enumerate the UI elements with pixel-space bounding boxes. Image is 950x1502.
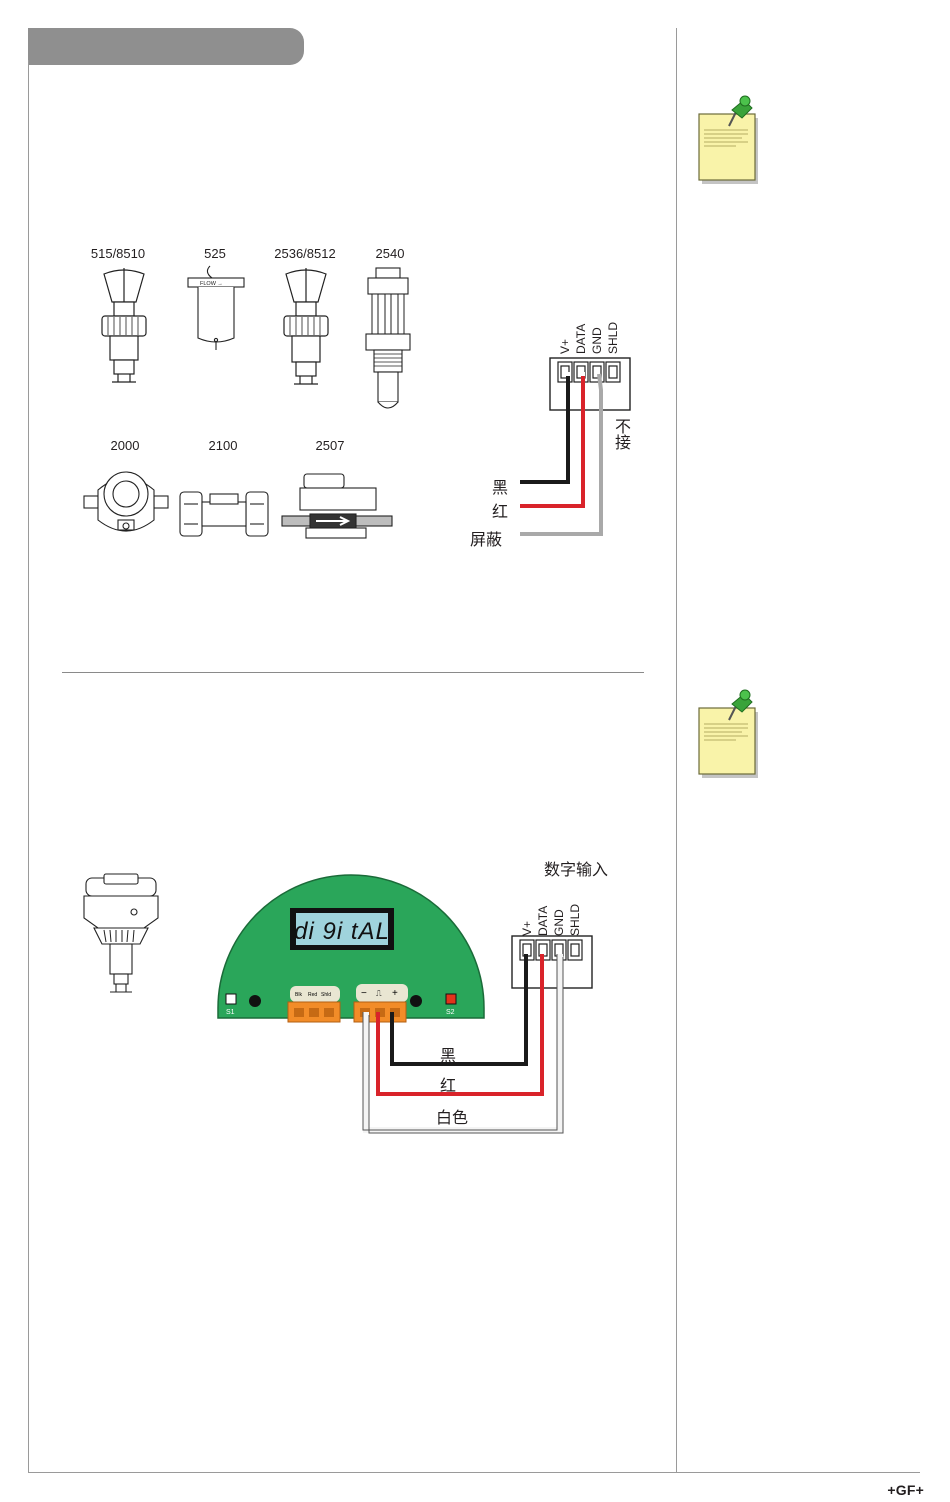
pin-label-shld: SHLD [606,306,622,354]
terminal-pin-labels: V+ DATA GND SHLD [558,306,634,354]
sensor-label-2100: 2100 [178,438,268,453]
sensor-2100-illustration [178,488,270,540]
s1-label: S1 [226,1009,235,1016]
page-frame-left [28,60,29,1472]
sensor-label-2536-8512: 2536/8512 [260,246,350,261]
pin-label-data: DATA [574,306,590,354]
flow-tag: FLOW → [200,281,223,287]
sensor-label-515-8510: 515/8510 [73,246,163,261]
sensor-525-illustration: FLOW → [186,266,246,352]
note-icon [698,690,760,782]
sensor-2507-illustration [282,470,392,540]
wire-label-red: 红 [478,498,508,522]
page-frame-right [676,28,677,1472]
wire-label-shield: 屏蔽 [452,526,502,550]
pin2-label-gnd: GND [552,888,568,936]
pin2-label-v-plus: V+ [520,888,536,936]
red-label: Red [308,992,317,998]
pin-label-v-plus: V+ [558,306,574,354]
terminal-2-pin-labels: V+ DATA GND SHLD [520,888,596,936]
gf-logo: +GF+ [887,1482,924,1498]
section-divider [62,672,644,673]
page-frame-bottom [28,1472,920,1473]
wiring-1 [500,370,610,540]
digital-input-title: 数字输入 [544,856,634,880]
note-icon [698,96,760,188]
sensor-label-2000: 2000 [80,438,170,453]
sensor-515-8510-illustration [96,268,152,390]
lcd-display-text: di 9i tAL [294,918,390,945]
sensor-label-525: 525 [170,246,260,261]
not-connected-label: 不接 [612,418,632,450]
sensor-2000-illustration [84,460,168,540]
shld-label: Shld [321,992,331,998]
sensor-2540-illustration [362,266,414,416]
pin2-label-shld: SHLD [568,888,584,936]
sensor-label-2540: 2540 [345,246,435,261]
sensor-2551-illustration [80,874,162,998]
pin-label-gnd: GND [590,306,606,354]
sensor-label-2507: 2507 [285,438,375,453]
wire-label-black: 黑 [478,474,508,498]
section-header-tab [28,28,304,65]
pin2-label-data: DATA [536,888,552,936]
sensor-2536-8512-illustration [278,268,334,392]
wire2-label-white: 白色 [436,1104,476,1128]
wire2-label-red: 红 [440,1072,470,1096]
blk-label: Blk [295,992,302,998]
wire2-label-black: 黑 [440,1042,470,1066]
